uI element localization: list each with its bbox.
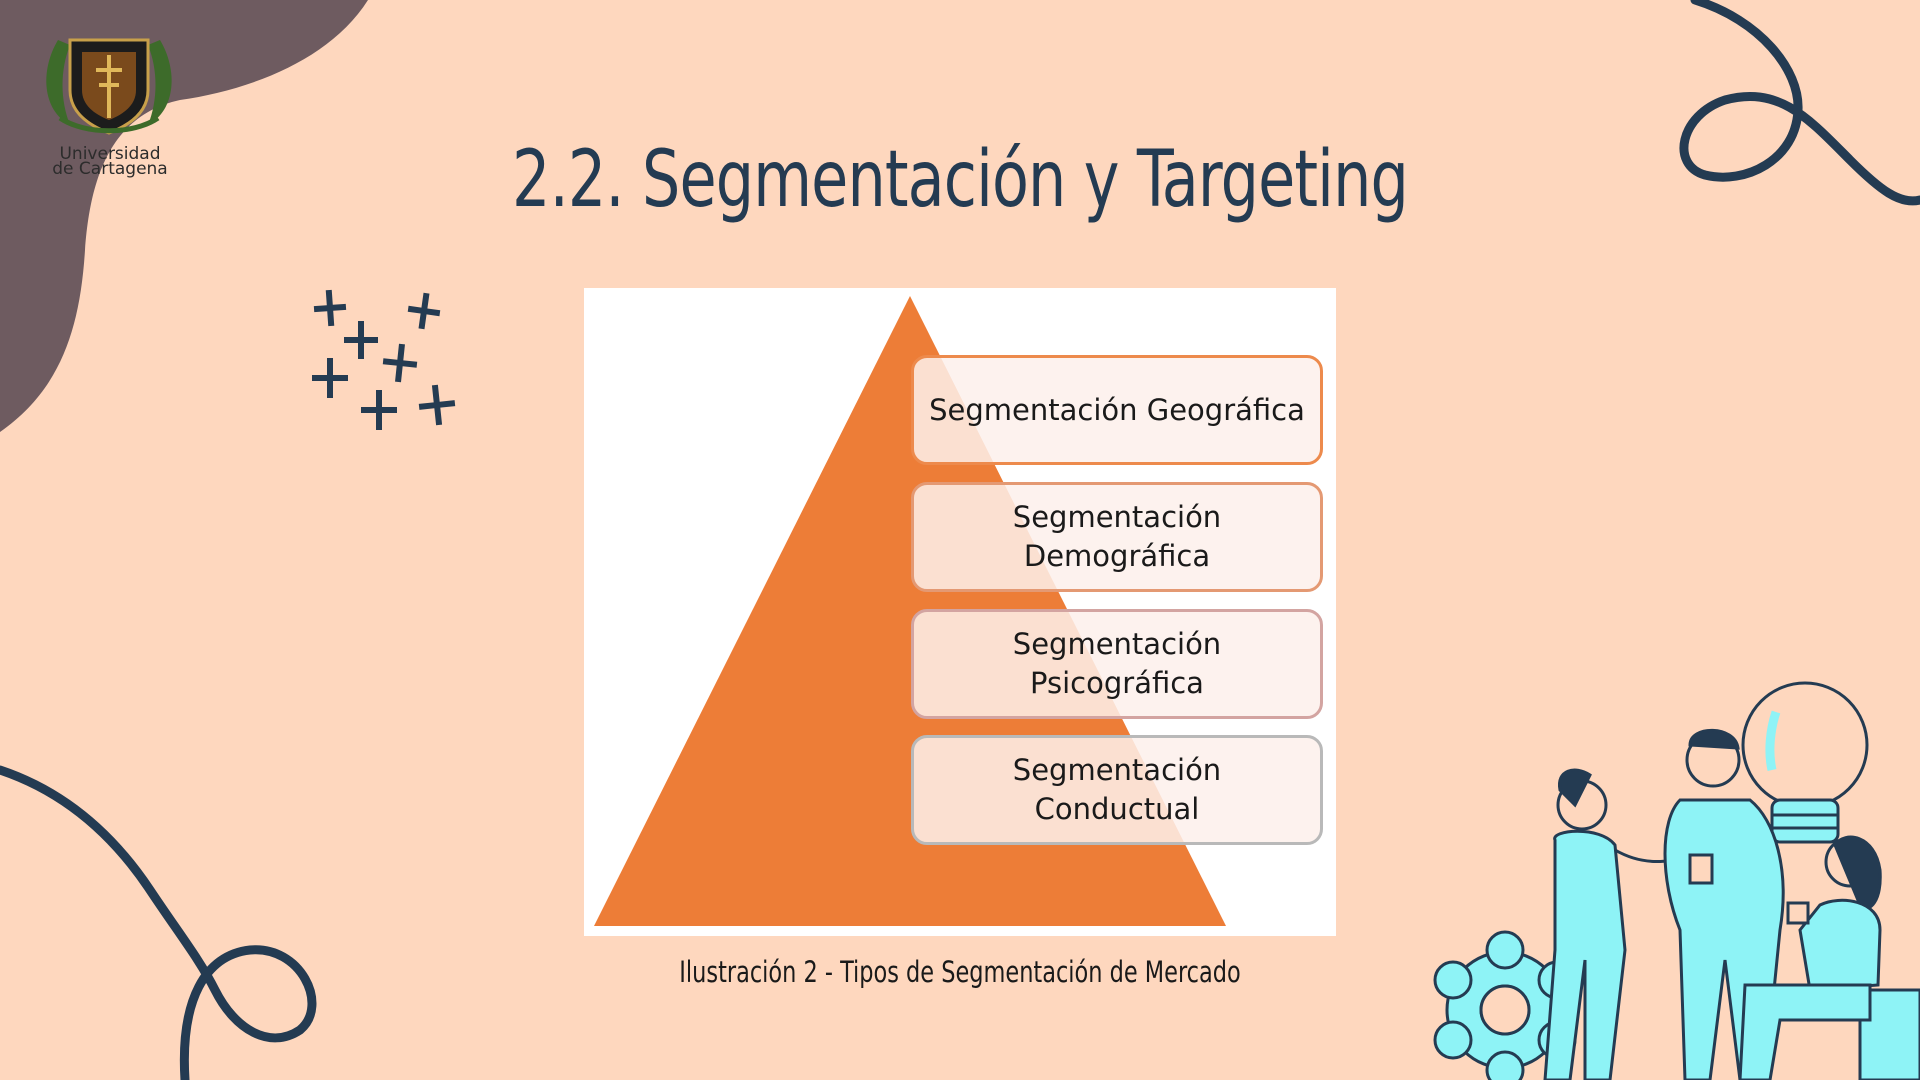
- logo-line-2: de Cartagena: [52, 159, 168, 179]
- level-psicografica: Segmentación Psicográfica: [911, 609, 1323, 719]
- bottom-left-curve: [0, 765, 317, 1080]
- segmentation-figure: Segmentación Geográfica Segmentación Dem…: [584, 288, 1336, 936]
- people-illustration: [1433, 681, 1920, 1080]
- level-conductual-line1: Segmentación: [1012, 753, 1222, 787]
- sparkle-cluster-icon: [312, 289, 456, 430]
- level-demografica-line1: Segmentación: [1012, 500, 1222, 534]
- top-right-curve: [1679, 0, 1920, 206]
- level-geografica-line1: Segmentación Geográfica: [929, 392, 1305, 427]
- level-psicografica-line1: Segmentación: [1012, 627, 1222, 661]
- level-psicografica-line2: Psicográfica: [1030, 666, 1204, 700]
- university-crest-icon: [46, 38, 172, 135]
- level-geografica: Segmentación Geográfica: [911, 355, 1323, 465]
- level-conductual: Segmentación Conductual: [911, 735, 1323, 845]
- figure-caption: Ilustración 2 - Tipos de Segmentación de…: [679, 955, 1241, 989]
- person-right: [1738, 835, 1920, 1080]
- slide-title: 2.2. Segmentación y Targeting: [512, 135, 1409, 225]
- idea-lightbulb-icon: [1741, 681, 1869, 844]
- level-demografica-line2: Demográfica: [1023, 539, 1211, 573]
- logo-line-1: Universidad: [59, 144, 161, 164]
- level-demografica: Segmentación Demográfica: [911, 482, 1323, 592]
- level-conductual-line2: Conductual: [1034, 792, 1200, 826]
